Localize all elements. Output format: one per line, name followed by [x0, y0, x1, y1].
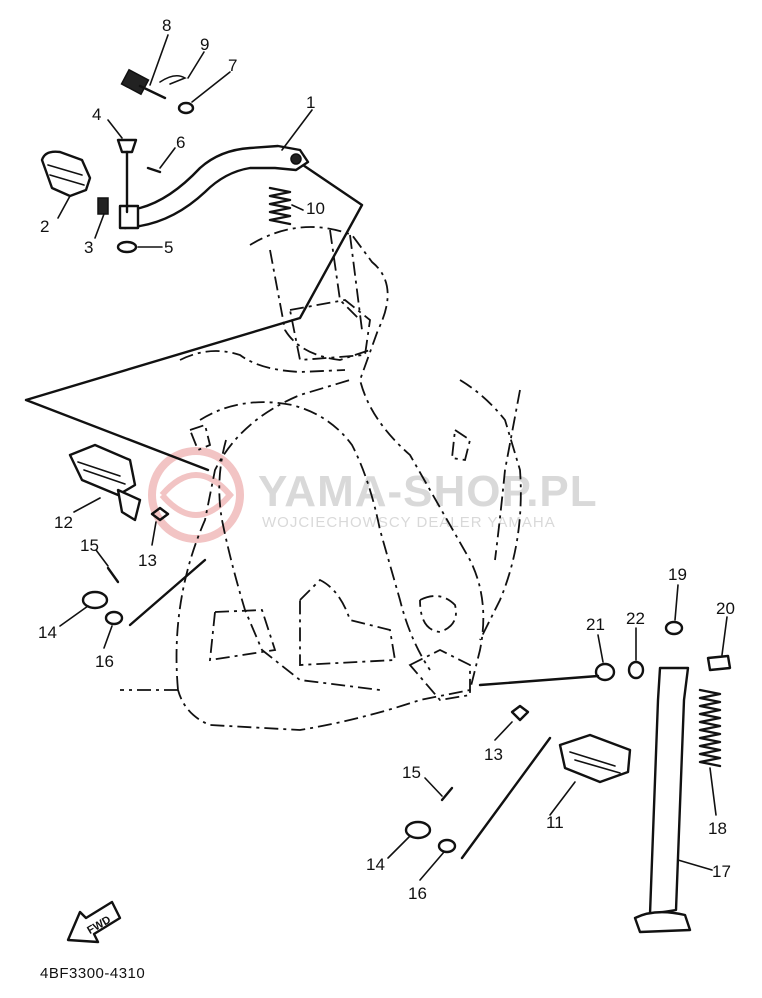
- callout-21: 21: [586, 615, 605, 634]
- pin-15a: [106, 566, 120, 584]
- callouts: 8 9 7 1 4 6 10 2 3 5 12 13 15 14 16 13 1…: [38, 16, 735, 903]
- footrest-12: [68, 443, 142, 522]
- callout-20: 20: [716, 599, 735, 618]
- callout-14b: 14: [366, 855, 385, 874]
- return-spring-10: [268, 186, 292, 226]
- leader-line: [478, 674, 600, 687]
- callout-16a: 16: [95, 652, 114, 671]
- washer-16b: [437, 838, 457, 854]
- cotter-pin-6: [146, 166, 162, 174]
- callout-10: 10: [306, 199, 325, 218]
- bolt-20: [706, 654, 732, 672]
- callout-9: 9: [200, 35, 209, 54]
- washer-22: [627, 660, 645, 680]
- watermark-subtitle: WOJCIECHOWSCY DEALER YAMAHA: [262, 514, 556, 531]
- callout-18: 18: [708, 819, 727, 838]
- callout-16b: 16: [408, 884, 427, 903]
- pin: [97, 197, 109, 215]
- spring-13b: [510, 704, 530, 722]
- diagram-code: 4BF3300-4310: [40, 965, 145, 982]
- callout-12: 12: [54, 513, 73, 532]
- callout-6: 6: [176, 133, 185, 152]
- callout-5: 5: [164, 238, 173, 257]
- brake-pedal: [118, 144, 310, 230]
- watermark: YAMA-SHOP.PL WOJCIECHOWSCY DEALER YAMAHA: [148, 447, 598, 543]
- bolt-14b: [404, 820, 432, 840]
- side-stand-17: [633, 666, 692, 934]
- callout-19: 19: [668, 565, 687, 584]
- assembly-outline: [24, 161, 364, 472]
- callout-leaders: [57, 34, 728, 881]
- bolt-19: [664, 620, 684, 636]
- callout-17: 17: [712, 862, 731, 881]
- callout-13b: 13: [484, 745, 503, 764]
- footrest-tip: [40, 150, 92, 198]
- bolt-14a: [81, 590, 109, 610]
- frame: [120, 226, 522, 731]
- pin-15b: [440, 786, 454, 802]
- fwd-arrow: FWD: [66, 900, 122, 944]
- washer-5: [116, 240, 138, 254]
- callout-13a: 13: [138, 551, 157, 570]
- leader-line: [460, 736, 552, 860]
- callout-4: 4: [92, 105, 101, 124]
- callout-3: 3: [84, 238, 93, 257]
- spring-13a: [150, 506, 170, 522]
- callout-2: 2: [40, 217, 49, 236]
- bolt-4: [116, 138, 138, 214]
- footrest-11: [558, 733, 632, 784]
- nut-21: [594, 662, 616, 682]
- stand-spring-18: [698, 688, 722, 768]
- watermark-logo: [148, 447, 244, 543]
- callout-15a: 15: [80, 536, 99, 555]
- clip-9: [159, 74, 187, 85]
- callout-22: 22: [626, 609, 645, 628]
- leader-line: [128, 558, 207, 627]
- callout-15b: 15: [402, 763, 421, 782]
- watermark-title: YAMA-SHOP.PL: [258, 467, 598, 516]
- bolt-8: [120, 68, 167, 100]
- callout-8: 8: [162, 16, 171, 35]
- callout-1: 1: [306, 93, 315, 112]
- washer-7: [177, 101, 195, 115]
- washer-16a: [104, 610, 124, 626]
- callout-14a: 14: [38, 623, 57, 642]
- callout-11: 11: [546, 813, 564, 832]
- callout-7: 7: [228, 56, 237, 75]
